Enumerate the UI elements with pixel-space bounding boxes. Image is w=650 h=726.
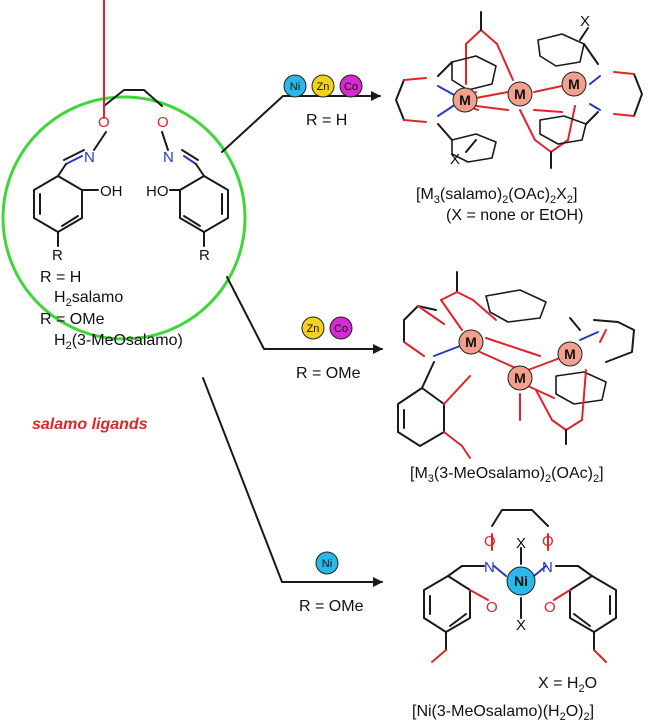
reaction-2-metals: Zn Co [301, 316, 353, 340]
ligand-circle [1, 95, 247, 341]
reaction-3-condition: R = OMe [299, 598, 364, 615]
p2-metal-left-label: M [465, 334, 477, 350]
p1-metal-right [561, 71, 587, 97]
p1-metal-left-label: M [459, 92, 471, 108]
p1-metal-left [452, 87, 478, 113]
zn-badge-2-label: Zn [307, 323, 320, 335]
p3-x-bottom: X [516, 617, 526, 634]
ni-badge-3-label: Ni [322, 558, 332, 570]
co-badge-2-label: Co [334, 323, 348, 335]
ni-badge-3 [315, 551, 339, 575]
p2-metal-center [507, 365, 533, 391]
arrow-middle [226, 276, 383, 354]
reaction-1-condition: R = H [306, 112, 347, 129]
ligand-atom-o1: O [98, 114, 110, 131]
p1-metal-center-label: M [514, 86, 526, 102]
ligand-atom-o2: O [157, 114, 169, 131]
p3-atom-o2: O [542, 533, 554, 550]
p1-metal-right-label: M [568, 76, 580, 92]
p2-metal-left [458, 329, 484, 355]
ligand-h2-3meosalamo: H2(3-MeOsalamo) [54, 332, 183, 352]
p1-x-bottom: X [450, 151, 460, 168]
p3-x-top: X [516, 535, 526, 552]
product-3-formula: [Ni(3-MeOsalamo)(H2O)2] [412, 703, 594, 723]
ni-badge [283, 74, 307, 98]
ligand-atom-ho: HO [146, 183, 169, 200]
ligand-atom-oh: OH [100, 183, 123, 200]
p2-metal-right [557, 341, 583, 367]
p2-metal-right-label: M [564, 346, 576, 362]
p3-atom-n1: N [484, 559, 495, 576]
zn-badge-2 [301, 316, 325, 340]
p1-x-top: X [580, 13, 590, 30]
product-1-formula: [M3(salamo)2(OAc)2X2] [416, 186, 577, 206]
p3-nickel-label: Ni [514, 573, 528, 589]
reaction-1-metals: Ni Zn Co [283, 74, 363, 98]
zn-badge-label: Zn [317, 81, 330, 93]
product-2-formula: [M3(3-MeOsalamo)2(OAc)2] [410, 465, 604, 485]
ligand-atom-n1: N [84, 149, 95, 166]
p1-metal-center [507, 81, 533, 107]
ligand-structure: O O N N OH HO R R [33, 0, 229, 264]
ligand-atom-r2: R [199, 247, 210, 264]
p3-atom-o3: O [486, 599, 498, 616]
reaction-2-condition: R = OMe [296, 365, 361, 382]
ligand-atom-r1: R [52, 247, 63, 264]
p3-nickel-center [506, 566, 536, 596]
co-badge-label: Co [344, 81, 358, 93]
ligand-atom-n2: N [163, 149, 174, 166]
p2-metal-center-label: M [514, 370, 526, 386]
p3-atom-o4: O [544, 599, 556, 616]
product-3-structure [423, 509, 617, 663]
product-1-note: (X = none or EtOH) [446, 207, 583, 224]
co-badge-2 [329, 316, 353, 340]
zn-badge [311, 74, 335, 98]
product-2-structure [397, 271, 635, 459]
product-3-note: X = H2O [538, 675, 597, 695]
arrow-bottom [202, 377, 383, 587]
salamo-ligands-tag: salamo ligands [32, 416, 148, 433]
ligand-h2salamo: H2salamo [54, 289, 123, 309]
p3-atom-n2: N [542, 559, 553, 576]
ligand-r-h: R = H [40, 269, 81, 286]
ni-badge-label: Ni [290, 81, 300, 93]
ligand-r-ome: R = OMe [40, 311, 105, 328]
arrow-top [221, 91, 381, 153]
p3-atom-o1: O [484, 533, 496, 550]
co-badge [339, 74, 363, 98]
